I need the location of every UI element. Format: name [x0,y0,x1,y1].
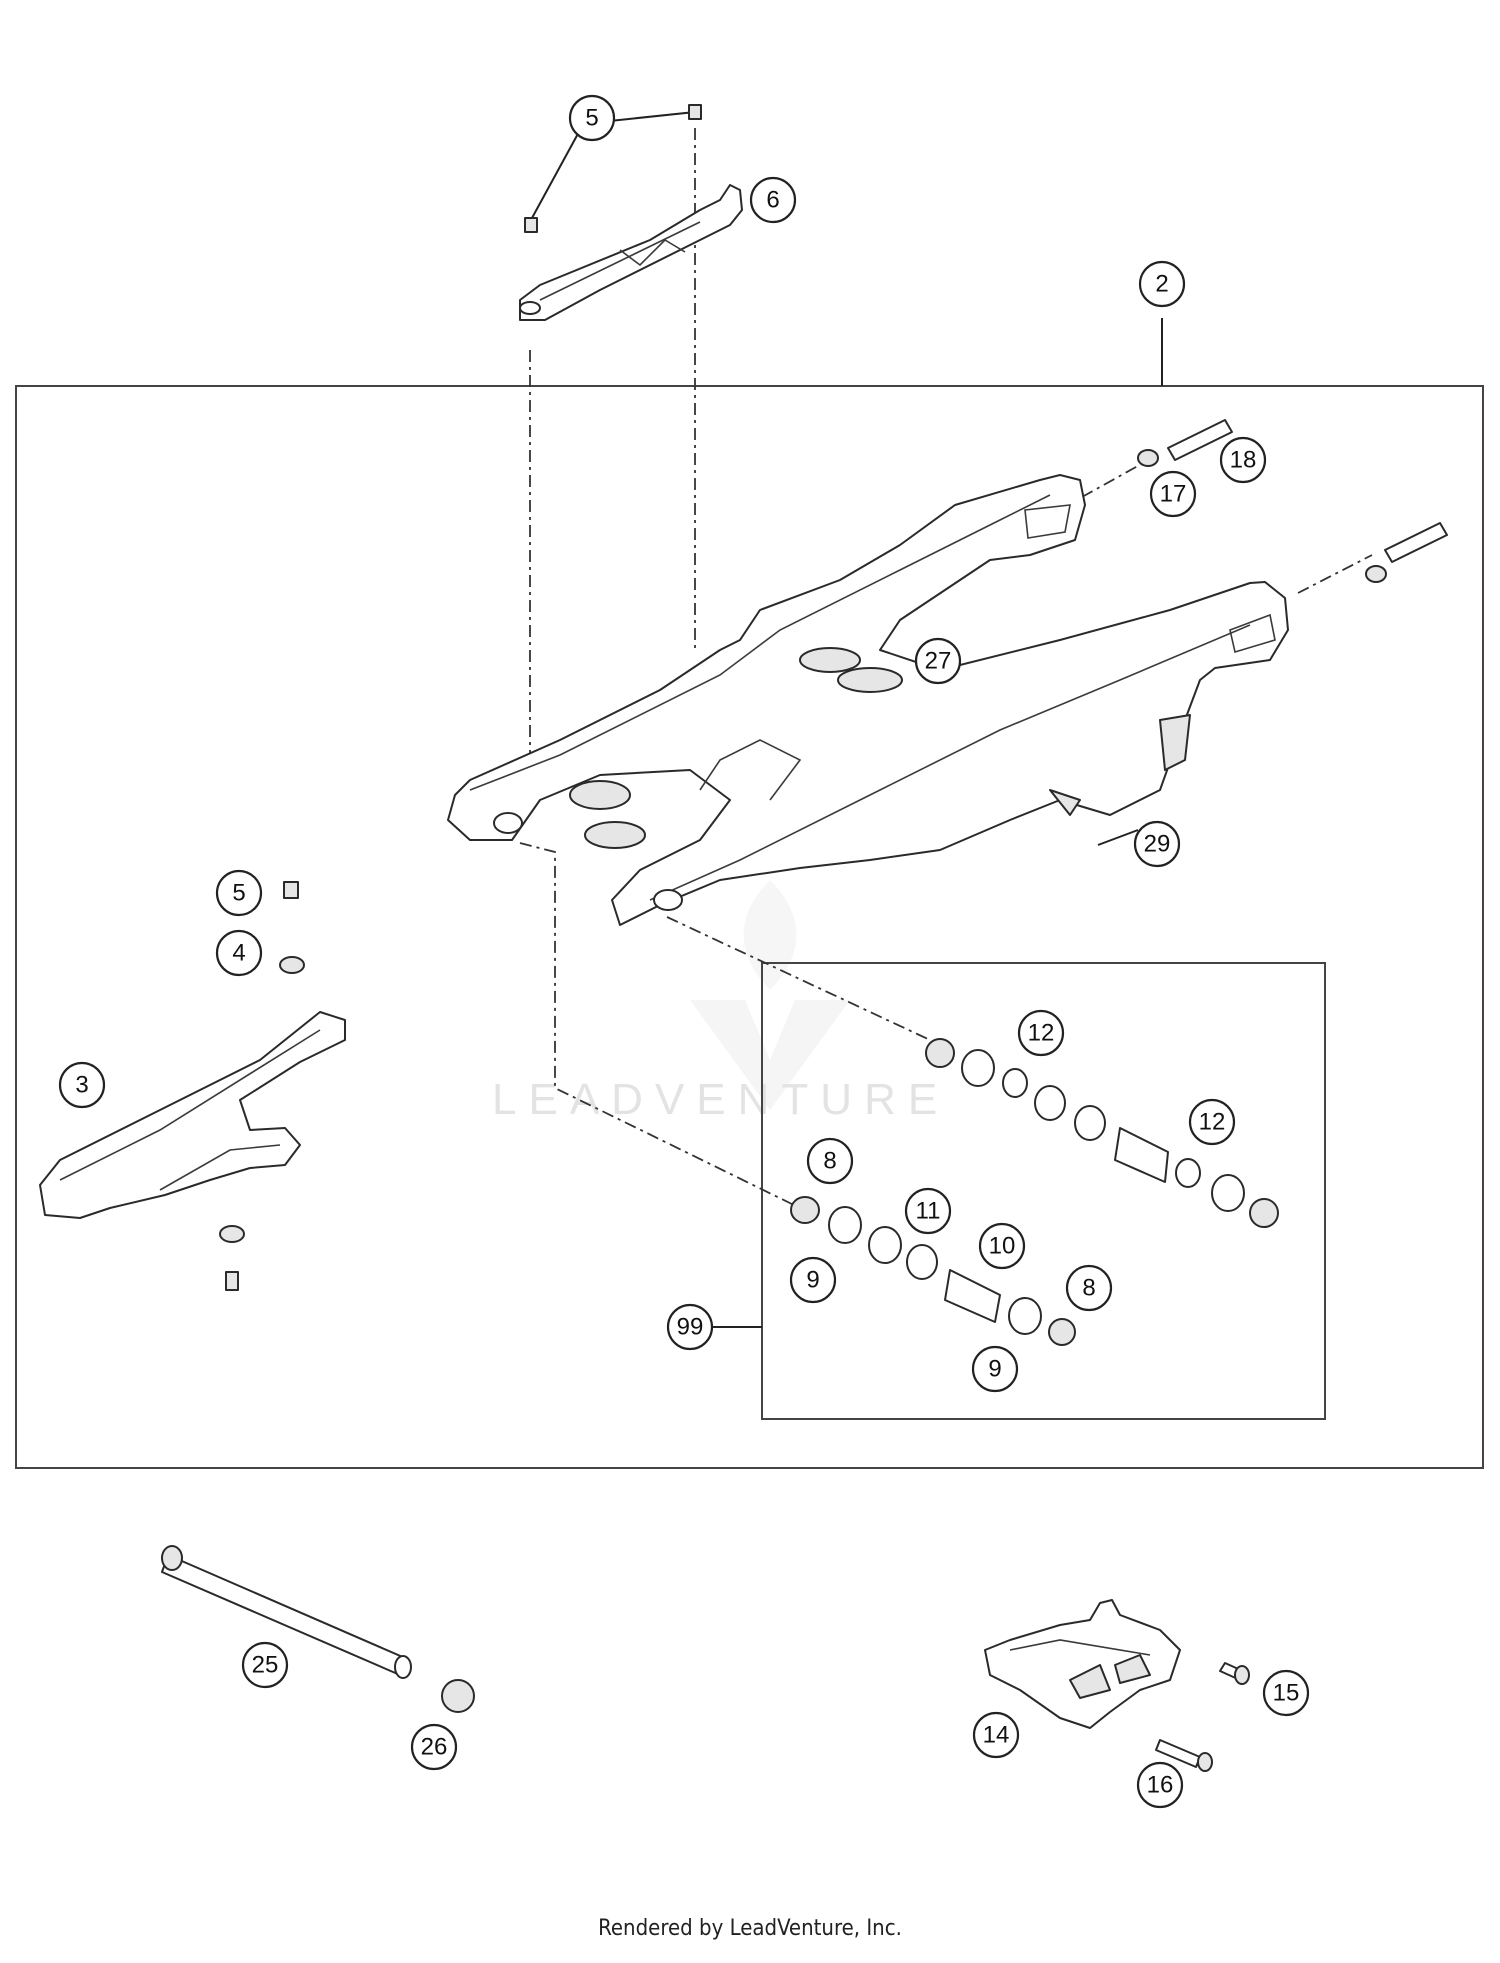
callout-12-a: 12 [1017,1009,1065,1057]
watermark-text: LEADVENTURE [492,1075,949,1124]
callout-15: 15 [1262,1669,1310,1717]
callout-26: 26 [410,1723,458,1771]
svg-text:5: 5 [232,880,245,907]
svg-text:26: 26 [421,1734,448,1761]
callout-9-b: 9 [971,1345,1019,1393]
axle-adjuster-bolts [1137,419,1448,583]
svg-text:8: 8 [1082,1275,1095,1302]
chain-guide [984,1599,1250,1772]
svg-text:25: 25 [252,1652,279,1679]
callout-5-top: 5 [568,94,616,142]
svg-text:10: 10 [989,1233,1016,1260]
svg-text:16: 16 [1147,1772,1174,1799]
callout-25: 25 [241,1641,289,1689]
callout-4: 4 [215,929,263,977]
swingarm-assembly-box [15,385,1484,1469]
callout-8-b: 8 [1065,1264,1113,1312]
svg-text:12: 12 [1028,1020,1055,1047]
callout-17: 17 [1149,470,1197,518]
svg-text:18: 18 [1230,447,1257,474]
callout-5-left: 5 [215,869,263,917]
footer-credit: Rendered by LeadVenture, Inc. [598,1916,902,1941]
svg-text:6: 6 [766,187,779,214]
callout-9-a: 9 [789,1256,837,1304]
svg-text:11: 11 [916,1198,941,1225]
svg-text:12: 12 [1199,1109,1226,1136]
svg-text:4: 4 [232,940,245,967]
callout-18: 18 [1219,436,1267,484]
chain-slider [39,881,346,1291]
svg-text:3: 3 [75,1072,88,1099]
svg-text:17: 17 [1160,481,1187,508]
svg-text:99: 99 [677,1314,704,1341]
callout-16: 16 [1136,1761,1184,1809]
callout-6: 6 [749,176,797,224]
callout-8-a: 8 [806,1137,854,1185]
svg-text:5: 5 [585,105,598,132]
chain-guide-bracket [519,104,743,321]
pivot-shaft [161,1545,475,1713]
swingarm [447,474,1289,926]
svg-text:8: 8 [823,1148,836,1175]
svg-text:14: 14 [983,1722,1010,1749]
svg-text:15: 15 [1273,1680,1300,1707]
callout-2: 2 [1138,260,1186,308]
svg-text:29: 29 [1144,831,1171,858]
svg-text:9: 9 [806,1267,819,1294]
leader-lines [531,111,1163,1328]
bearing-kit-parts [790,1038,1279,1346]
callout-10: 10 [978,1222,1026,1270]
callout-11: 11 [904,1187,952,1235]
callout-14: 14 [972,1711,1020,1759]
svg-text:9: 9 [988,1356,1001,1383]
callout-99: 99 [666,1303,714,1351]
callout-27: 27 [914,637,962,685]
bearing-kit-box [761,962,1326,1420]
callout-3: 3 [58,1061,106,1109]
callout-12-b: 12 [1188,1098,1236,1146]
svg-text:27: 27 [925,648,952,675]
svg-text:2: 2 [1155,271,1168,298]
callout-29: 29 [1133,820,1181,868]
